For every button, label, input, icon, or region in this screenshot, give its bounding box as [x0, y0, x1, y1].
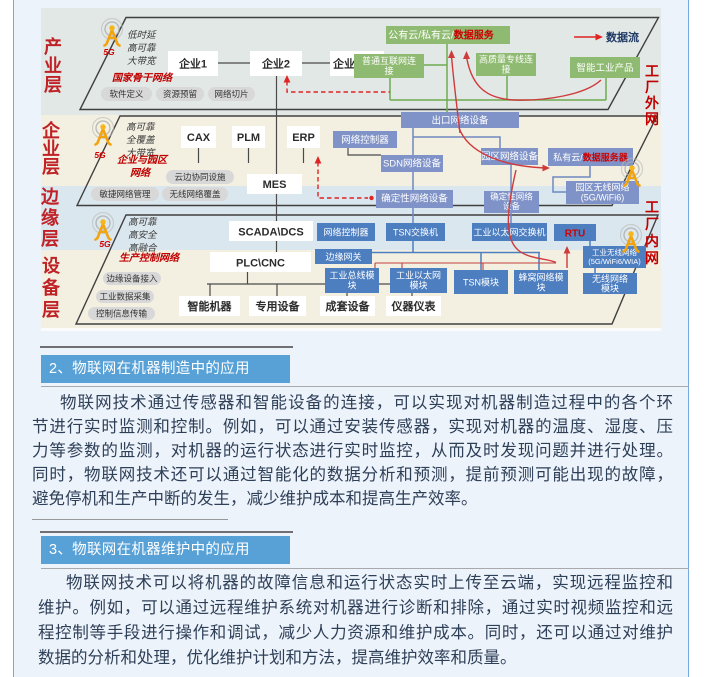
- svg-text:企业与园区: 企业与园区: [117, 154, 169, 166]
- svg-text:5G: 5G: [99, 239, 111, 249]
- svg-text:出口网络设备: 出口网络设备: [431, 115, 489, 127]
- svg-text:企业1: 企业1: [178, 57, 207, 71]
- svg-text:公有云/私有云/数据服务: 公有云/私有云/数据服务: [388, 29, 495, 42]
- svg-text:高融合: 高融合: [128, 242, 158, 254]
- svg-text:SCADA\DCS: SCADA\DCS: [238, 227, 303, 239]
- svg-text:ERP: ERP: [292, 132, 315, 144]
- svg-text:成套设备: 成套设备: [326, 299, 371, 313]
- svg-text:块: 块: [536, 282, 545, 293]
- svg-text:敏捷网络管理: 敏捷网络管理: [99, 189, 151, 199]
- svg-text:高可靠: 高可靠: [127, 42, 157, 54]
- svg-text:高可靠: 高可靠: [126, 121, 156, 133]
- svg-text:专用设备: 专用设备: [256, 299, 301, 313]
- svg-text:高安全: 高安全: [128, 229, 158, 241]
- svg-text:生产控制网络: 生产控制网络: [119, 252, 181, 264]
- svg-text:模块: 模块: [601, 283, 619, 294]
- svg-text:控制信息传输: 控制信息传输: [96, 309, 148, 319]
- svg-text:模块: 模块: [409, 280, 427, 291]
- svg-text:网络切片: 网络切片: [214, 89, 248, 99]
- svg-text:高质量专线连: 高质量专线连: [479, 54, 533, 65]
- svg-text:设备: 设备: [503, 201, 521, 211]
- svg-text:确定性网络设备: 确定性网络设备: [381, 193, 448, 205]
- svg-text:工厂外网: 工厂外网: [645, 63, 659, 127]
- svg-text:网络控制器: 网络控制器: [341, 134, 389, 146]
- svg-text:(5G/WiFi6/WIA): (5G/WiFi6/WIA): [588, 257, 641, 266]
- svg-text:工业数据采集: 工业数据采集: [99, 292, 151, 302]
- svg-text:大带宽: 大带宽: [127, 55, 157, 67]
- svg-text:PLC\CNC: PLC\CNC: [236, 258, 285, 270]
- svg-text:国家骨干网络: 国家骨干网络: [112, 72, 174, 84]
- svg-text:块: 块: [347, 280, 356, 291]
- svg-text:网络: 网络: [130, 167, 152, 179]
- svg-text:智能工业产品: 智能工业产品: [576, 62, 633, 74]
- svg-text:企业层: 企业层: [41, 120, 61, 177]
- svg-text:边缘层: 边缘层: [40, 187, 60, 249]
- svg-text:SDN网络设备: SDN网络设备: [383, 158, 442, 170]
- svg-text:全覆盖: 全覆盖: [126, 134, 156, 146]
- svg-text:企业2: 企业2: [261, 57, 290, 71]
- svg-text:企业: 企业: [332, 57, 355, 71]
- svg-text:蜂窝网络模: 蜂窝网络模: [518, 272, 563, 283]
- svg-text:(5G/WiFi6): (5G/WiFi6): [581, 193, 625, 203]
- svg-text:工业以太网: 工业以太网: [396, 270, 441, 281]
- svg-text:普通互联网连: 普通互联网连: [362, 55, 416, 66]
- svg-text:资源预留: 资源预留: [163, 89, 197, 99]
- svg-text:边缘网关: 边缘网关: [325, 251, 361, 262]
- svg-text:网络控制器: 网络控制器: [323, 227, 368, 238]
- svg-text:5G: 5G: [103, 47, 115, 57]
- svg-text:工业总线模: 工业总线模: [329, 270, 374, 281]
- svg-text:工厂内网: 工厂内网: [645, 199, 659, 266]
- svg-text:低时延: 低时延: [127, 30, 157, 41]
- svg-text:软件定义: 软件定义: [109, 89, 144, 99]
- svg-text:无线网络覆盖: 无线网络覆盖: [169, 189, 221, 199]
- svg-text:5G: 5G: [94, 150, 106, 160]
- svg-text:数据流: 数据流: [606, 30, 639, 44]
- svg-text:智能机器: 智能机器: [188, 299, 233, 313]
- svg-text:RTU: RTU: [565, 229, 586, 240]
- svg-text:园区无线网络: 园区无线网络: [575, 182, 629, 193]
- svg-text:产业层: 产业层: [44, 36, 62, 95]
- svg-text:私有云/数据服务器: 私有云/数据服务器: [553, 152, 629, 163]
- svg-text:无线网络: 无线网络: [592, 273, 628, 284]
- svg-text:大带宽: 大带宽: [126, 147, 156, 159]
- svg-text:TSN模块: TSN模块: [463, 277, 499, 288]
- svg-text:云边协同设施: 云边协同设施: [174, 172, 226, 182]
- svg-text:MES: MES: [263, 179, 287, 191]
- svg-text:确定性网络: 确定性网络: [490, 192, 533, 202]
- svg-text:设备层: 设备层: [41, 256, 61, 320]
- svg-text:接: 接: [384, 65, 393, 76]
- svg-text:CAX: CAX: [187, 132, 211, 144]
- svg-text:工业无线网络: 工业无线网络: [592, 247, 637, 257]
- svg-text:边缘设备接入: 边缘设备接入: [106, 274, 158, 284]
- svg-text:PLM: PLM: [237, 132, 260, 144]
- svg-text:接: 接: [501, 64, 510, 75]
- svg-text:TSN交换机: TSN交换机: [393, 227, 438, 238]
- svg-text:高可靠: 高可靠: [128, 216, 158, 228]
- svg-text:仪器仪表: 仪器仪表: [391, 299, 437, 313]
